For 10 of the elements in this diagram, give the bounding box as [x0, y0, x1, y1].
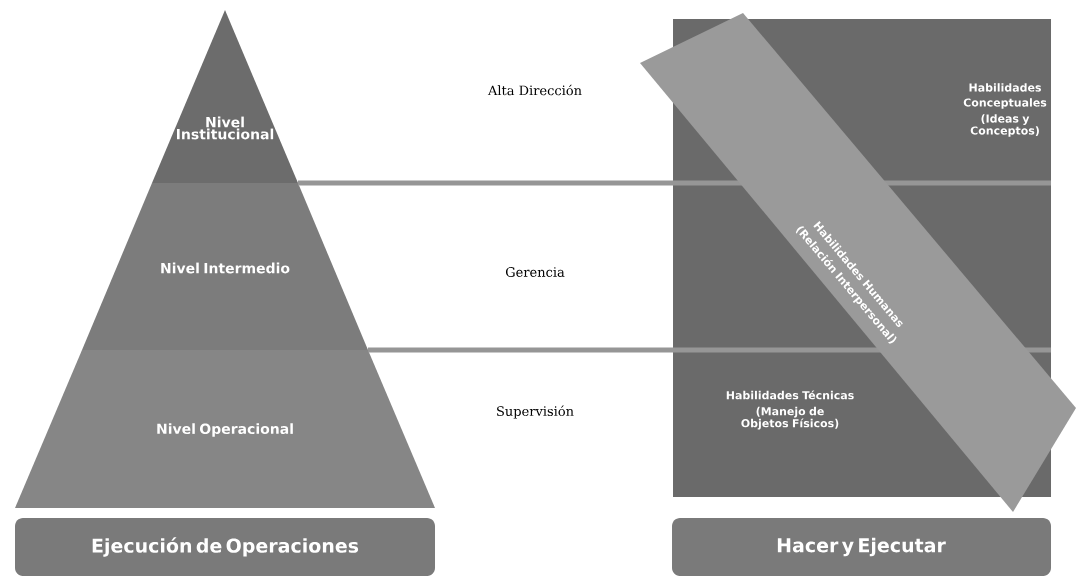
- level-label: Supervisión: [497, 405, 574, 419]
- pyramid-level: Nivel Operacional: [15, 350, 435, 508]
- caption-box: Ejecución de Operaciones: [15, 518, 435, 576]
- caption-box: Hacer y Ejecutar: [672, 518, 1051, 576]
- pyramid-level: Nivel Institucional: [152, 10, 298, 183]
- level-label: Gerencia: [505, 267, 565, 277]
- pyramid-level: Nivel Intermedio: [82, 183, 368, 350]
- level-label: Alta Dirección: [487, 84, 582, 96]
- skill-text: Habilidades Técnicas (Manejo de Objetos Físicos): [726, 390, 854, 430]
- skill-text: Habilidades Conceptuales (Ideas y Conceptos): [963, 83, 1047, 137]
